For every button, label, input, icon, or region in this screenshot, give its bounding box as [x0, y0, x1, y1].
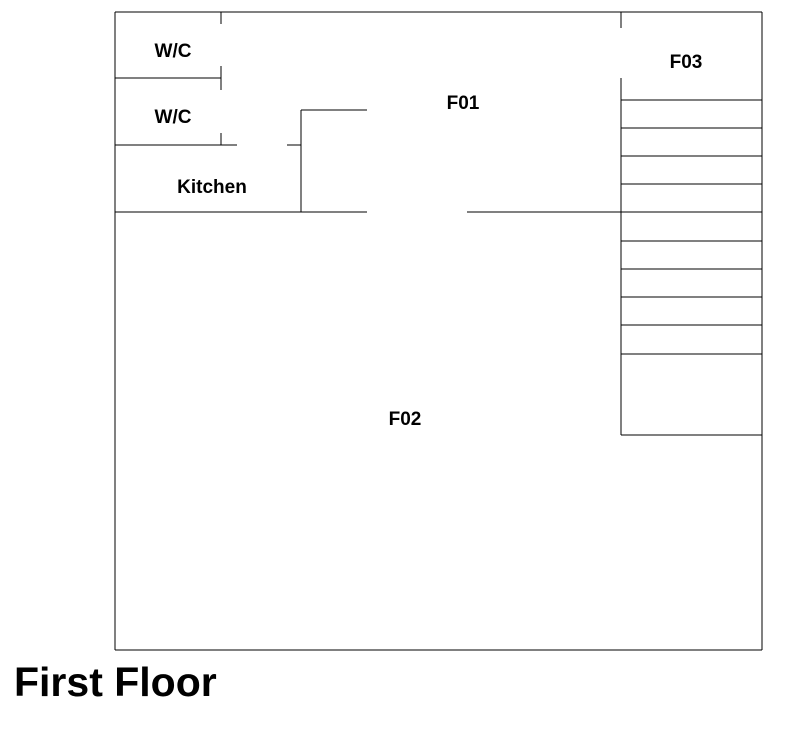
- room-label-wc-upper: W/C: [155, 41, 192, 62]
- room-label-f02: F02: [389, 409, 422, 430]
- room-label-f01: F01: [447, 93, 480, 114]
- outer-walls: [114, 11, 763, 651]
- room-label-kitchen: Kitchen: [177, 177, 247, 198]
- floor-title: First Floor: [14, 659, 217, 705]
- service-rooms-walls: [115, 12, 367, 212]
- room-label-wc-lower: W/C: [155, 107, 192, 128]
- room-label-f03: F03: [670, 52, 703, 73]
- room-labels: W/C W/C Kitchen F01 F02 F03: [155, 41, 703, 430]
- staircase: [620, 12, 762, 436]
